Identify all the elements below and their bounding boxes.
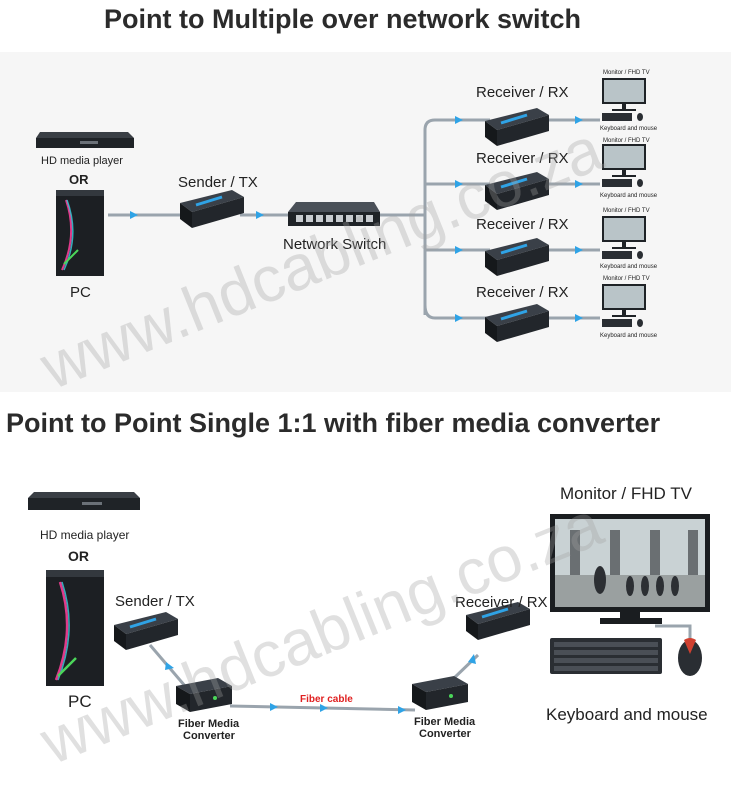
receiver-rx-device-3: [485, 238, 549, 276]
s1-receiver-label-2: Receiver / RX: [476, 150, 569, 167]
s1-input-label-1: Keyboard and mouse: [600, 126, 658, 132]
s1-display-label-4: Monitor / FHD TV: [603, 276, 650, 282]
receiver-rx-device-1: [485, 108, 549, 146]
s2-converter-right-line1: Fiber Media: [414, 716, 476, 728]
s2-or-label: OR: [68, 548, 89, 564]
s2-fiber-converter-right: [412, 676, 468, 710]
pc-tower-icon: [56, 190, 104, 276]
section1-title: Point to Multiple over network switch: [104, 4, 582, 34]
receiver-rx-device-4: [485, 304, 549, 342]
section2-diagram: [28, 492, 710, 714]
s2-sender-tx-device: [114, 612, 178, 650]
section1-cables: [108, 118, 600, 320]
s2-converter-left-line2: Converter: [183, 730, 235, 742]
s1-hd-media-label: HD media player: [41, 155, 123, 167]
s2-converter-left-line1: Fiber Media: [178, 718, 240, 730]
s1-receiver-label-3: Receiver / RX: [476, 216, 569, 233]
s2-converter-right-line2: Converter: [419, 728, 471, 740]
section1-diagram: [36, 78, 646, 342]
s1-switch-label: Network Switch: [283, 236, 387, 253]
monitor-icon-1: [602, 78, 646, 121]
s1-display-label-2: Monitor / FHD TV: [603, 138, 650, 144]
s2-sender-label: Sender / TX: [115, 593, 195, 610]
monitor-icon-4: [602, 284, 646, 327]
s1-receiver-label-1: Receiver / RX: [476, 84, 569, 101]
s2-hd-media-label: HD media player: [40, 528, 130, 542]
s2-pc-label: PC: [68, 692, 92, 711]
s2-pc-tower-icon: [46, 570, 104, 686]
monitor-icon-3: [602, 216, 646, 259]
s2-hd-media-player-icon: [28, 492, 140, 510]
s1-input-label-2: Keyboard and mouse: [600, 193, 658, 199]
s2-keyboard-icon: [550, 638, 662, 674]
s2-receiver-rx-device: [466, 602, 530, 640]
section2-title: Point to Point Single 1:1 with fiber med…: [6, 408, 661, 438]
section2-arrows: [165, 654, 476, 714]
section1-arrows: [130, 116, 583, 322]
s2-monitor-icon: [550, 514, 710, 624]
s1-receiver-label-4: Receiver / RX: [476, 284, 569, 301]
s1-display-label-3: Monitor / FHD TV: [603, 208, 650, 214]
s1-input-label-3: Keyboard and mouse: [600, 264, 658, 270]
hd-media-player-icon: [36, 132, 134, 148]
s2-receiver-label: Receiver / RX: [455, 594, 548, 611]
s2-fiber-converter-left: [176, 678, 232, 712]
s1-pc-label: PC: [70, 284, 91, 301]
s1-sender-label: Sender / TX: [178, 174, 258, 191]
sender-tx-device: [180, 190, 244, 228]
s2-mouse-icon: [678, 638, 702, 676]
s1-or-label: OR: [69, 172, 89, 187]
s2-keyboard-label: Keyboard and mouse: [546, 705, 708, 724]
s2-monitor-label: Monitor / FHD TV: [560, 484, 692, 503]
network-switch-device: [288, 202, 380, 226]
monitor-icon-2: [602, 144, 646, 187]
receiver-rx-device-2: [485, 172, 549, 210]
s1-input-label-4: Keyboard and mouse: [600, 333, 658, 339]
s2-fiber-label: Fiber cable: [300, 694, 353, 705]
s1-display-label-1: Monitor / FHD TV: [603, 70, 650, 76]
